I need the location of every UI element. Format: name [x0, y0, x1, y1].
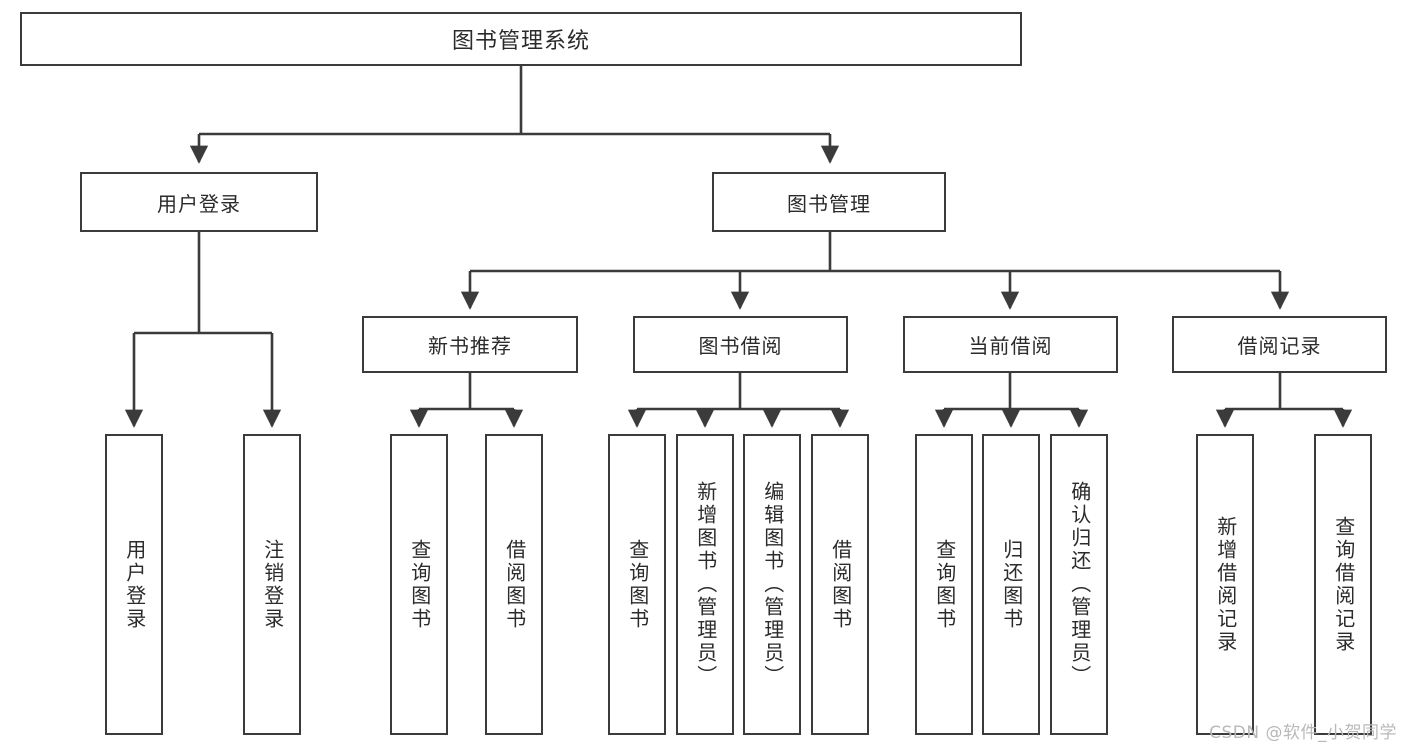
- leaf-current-query-book-label: 查询图书: [932, 538, 957, 631]
- leaf-borrow-edit-book[interactable]: 编辑图书（管理员）: [743, 434, 801, 735]
- leaf-current-return-book[interactable]: 归还图书: [982, 434, 1040, 735]
- node-borrow-record[interactable]: 借阅记录: [1172, 316, 1387, 373]
- leaf-borrow-borrow-book-label: 借阅图书: [828, 538, 853, 631]
- node-current-borrow-label: 当前借阅: [968, 334, 1053, 358]
- leaf-recommend-borrow-book[interactable]: 借阅图书: [485, 434, 543, 735]
- leaf-user-login[interactable]: 用户登录: [105, 434, 163, 735]
- leaf-current-return-book-label: 归还图书: [999, 538, 1024, 631]
- node-new-book-recommend-label: 新书推荐: [428, 334, 512, 358]
- node-book-manage[interactable]: 图书管理: [712, 172, 946, 232]
- node-book-borrow-label: 图书借阅: [698, 334, 783, 358]
- leaf-recommend-borrow-book-label: 借阅图书: [502, 538, 527, 631]
- leaf-user-login-label: 用户登录: [122, 538, 147, 631]
- node-user-login[interactable]: 用户登录: [80, 172, 318, 232]
- leaf-current-confirm-return-label: 确认归还（管理员）: [1067, 481, 1092, 688]
- node-root-label: 图书管理系统: [451, 29, 590, 54]
- node-new-book-recommend[interactable]: 新书推荐: [362, 316, 578, 373]
- node-book-manage-label: 图书管理: [787, 191, 871, 216]
- leaf-recommend-query-book-label: 查询图书: [407, 538, 432, 631]
- leaf-borrow-query-book-label: 查询图书: [625, 538, 650, 631]
- leaf-current-confirm-return[interactable]: 确认归还（管理员）: [1050, 434, 1108, 735]
- leaf-current-query-book[interactable]: 查询图书: [915, 434, 973, 735]
- node-book-borrow[interactable]: 图书借阅: [633, 316, 848, 373]
- leaf-borrow-add-book[interactable]: 新增图书（管理员）: [676, 434, 734, 735]
- leaf-borrow-borrow-book[interactable]: 借阅图书: [811, 434, 869, 735]
- leaf-borrow-query-book[interactable]: 查询图书: [608, 434, 666, 735]
- leaf-recommend-query-book[interactable]: 查询图书: [390, 434, 448, 735]
- leaf-logout[interactable]: 注销登录: [243, 434, 301, 735]
- leaf-borrow-add-book-label: 新增图书（管理员）: [693, 481, 718, 688]
- leaf-record-query[interactable]: 查询借阅记录: [1314, 434, 1372, 735]
- watermark: CSDN @软件_小贺同学: [1209, 723, 1397, 743]
- node-current-borrow[interactable]: 当前借阅: [903, 316, 1118, 373]
- leaf-record-add-label: 新增借阅记录: [1213, 515, 1238, 654]
- node-borrow-record-label: 借阅记录: [1237, 334, 1322, 358]
- leaf-borrow-edit-book-label: 编辑图书（管理员）: [760, 481, 785, 688]
- node-root[interactable]: 图书管理系统: [20, 12, 1022, 66]
- leaf-logout-label: 注销登录: [260, 538, 285, 631]
- leaf-record-add[interactable]: 新增借阅记录: [1196, 434, 1254, 735]
- node-user-login-label: 用户登录: [157, 191, 241, 216]
- leaf-record-query-label: 查询借阅记录: [1331, 515, 1356, 654]
